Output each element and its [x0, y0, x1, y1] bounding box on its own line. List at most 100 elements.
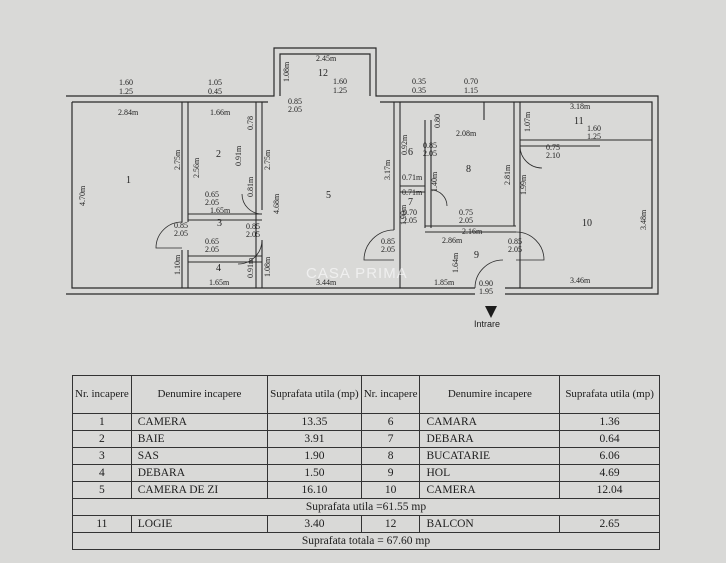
- length-label: 0.91m: [234, 145, 243, 166]
- length-label: 2.08m: [456, 129, 477, 138]
- length-label: 1.40m: [430, 171, 439, 192]
- room-number: 4: [216, 263, 221, 274]
- length-label: 1.66m: [210, 108, 231, 117]
- window-height: 1.15: [464, 86, 478, 95]
- door-width: 0.75: [459, 208, 473, 217]
- length-label: 1.99m: [519, 174, 528, 195]
- door-height: 2.05: [246, 230, 260, 239]
- room-number: 11: [574, 116, 584, 127]
- door-width: 1.60: [587, 124, 601, 133]
- room-area: 4.69: [559, 464, 660, 482]
- header-room-name: Denumire incapere: [130, 375, 269, 414]
- length-label: 2.75m: [173, 149, 182, 170]
- room-number: 12: [360, 515, 421, 533]
- door-width: 0.75: [546, 143, 560, 152]
- entrance-label: Intrare: [474, 319, 500, 329]
- length-label: 2.56m: [192, 157, 201, 178]
- table-row: 4 DEBARA 1.50 9 HOL 4.69: [72, 464, 660, 482]
- room-numbers: 1 2 3 4 5 6 7 8 9 10 11 12: [126, 68, 592, 274]
- room-area: 3.91: [267, 430, 362, 448]
- total-area: Suprafata totala = 67.60 mp: [72, 532, 660, 550]
- length-label: 0.71m: [402, 173, 423, 182]
- length-label: 2.75m: [263, 149, 272, 170]
- length-label: 1.64m: [451, 252, 460, 273]
- window-dimensions: 1.60 1.25 1.05 0.45 1.60 1.25 0.35 0.35 …: [119, 77, 478, 96]
- room-area: 1.36: [559, 413, 660, 431]
- length-labels: 2.84m 1.66m 2.45m 2.08m 3.18m 1.65m 2.86…: [118, 54, 591, 287]
- length-label: 3.48m: [639, 209, 648, 230]
- room-area: 16.10: [267, 481, 362, 499]
- table-row: 2 BAIE 3.91 7 DEBARA 0.64: [72, 430, 660, 448]
- room-area: 1.50: [267, 464, 362, 482]
- interior-walls: [181, 102, 652, 288]
- header-room-number: Nr. incapere: [72, 375, 132, 414]
- room-number: 4: [72, 464, 132, 482]
- room-number: 3: [72, 447, 132, 465]
- door-height: 1.25: [587, 132, 601, 141]
- length-label: 0.92m: [400, 134, 409, 155]
- vertical-length-labels: 4.70m 2.75m 2.75m 4.68m 1.08m 0.78 0.91m…: [78, 61, 648, 278]
- window-width: 1.60: [333, 77, 347, 86]
- room-number: 2: [216, 149, 221, 160]
- header-room-name: Denumire incapere: [419, 375, 561, 414]
- length-label: 1.08m: [282, 61, 291, 82]
- room-name: CAMARA: [419, 413, 561, 431]
- room-area: 2.65: [559, 515, 660, 533]
- room-number: 11: [72, 515, 132, 533]
- doors: [155, 145, 545, 289]
- door-width: 0.65: [205, 190, 219, 199]
- room-name: BALCON: [419, 515, 561, 533]
- door-height: 2.10: [546, 151, 560, 160]
- room-name: SAS: [130, 447, 269, 465]
- length-label: 3.44m: [316, 278, 337, 287]
- room-number: 5: [326, 190, 331, 201]
- door-width: 0.85: [174, 221, 188, 230]
- door-width: 0.85: [508, 237, 522, 246]
- door-width: 0.85: [381, 237, 395, 246]
- door-height: 2.05: [423, 149, 437, 158]
- room-name: LOGIE: [130, 515, 269, 533]
- length-label: 4.68m: [272, 193, 281, 214]
- table-row: 1 CAMERA 13.35 6 CAMARA 1.36: [72, 413, 660, 431]
- length-label: 1.65m: [210, 206, 231, 215]
- door-width: 0.85: [246, 222, 260, 231]
- length-label: 1.07m: [523, 111, 532, 132]
- window-height: 1.25: [333, 86, 347, 95]
- length-label: 1.10m: [173, 254, 182, 275]
- room-area: 0.64: [559, 430, 660, 448]
- room-number: 10: [360, 481, 421, 499]
- room-number: 8: [466, 164, 471, 175]
- door-height: 2.05: [459, 216, 473, 225]
- window-width: 0.35: [412, 77, 426, 86]
- door-height: 2.05: [205, 245, 219, 254]
- header-useful-area: Suprafata utila (mp): [267, 375, 362, 414]
- useful-area-total: Suprafata utila =61.55 mp: [72, 498, 660, 516]
- door-height: 2.05: [403, 216, 417, 225]
- header-room-number: Nr. incapere: [360, 375, 421, 414]
- room-area: 1.90: [267, 447, 362, 465]
- window-width: 0.70: [464, 77, 478, 86]
- room-name: DEBARA: [419, 430, 561, 448]
- room-number: 1: [126, 175, 131, 186]
- room-area: 13.35: [267, 413, 362, 431]
- room-area: 12.04: [559, 481, 660, 499]
- window-height: 0.35: [412, 86, 426, 95]
- length-label: 4.70m: [78, 185, 87, 206]
- watermark: CASA PRIMA: [306, 265, 408, 282]
- door-width: 0.85: [423, 141, 437, 150]
- room-number: 5: [72, 481, 132, 499]
- length-label: 2.81m: [503, 164, 512, 185]
- room-name: CAMERA: [419, 481, 561, 499]
- length-label: 1.08m: [263, 256, 272, 277]
- room-name: CAMERA: [130, 413, 269, 431]
- room-name: DEBARA: [130, 464, 269, 482]
- window-width: 1.05: [208, 78, 222, 87]
- table-row: 11 LOGIE 3.40 12 BALCON 2.65: [72, 515, 660, 533]
- length-label: 1.90m: [399, 204, 408, 225]
- door-height: 2.05: [508, 245, 522, 254]
- legend-header-row: Nr. incapere Denumire incapere Suprafata…: [72, 375, 660, 414]
- length-label: 2.16m: [462, 227, 483, 236]
- door-width: 0.90: [479, 279, 493, 288]
- door-height: 1.95: [479, 287, 493, 296]
- length-label: 3.46m: [570, 276, 591, 285]
